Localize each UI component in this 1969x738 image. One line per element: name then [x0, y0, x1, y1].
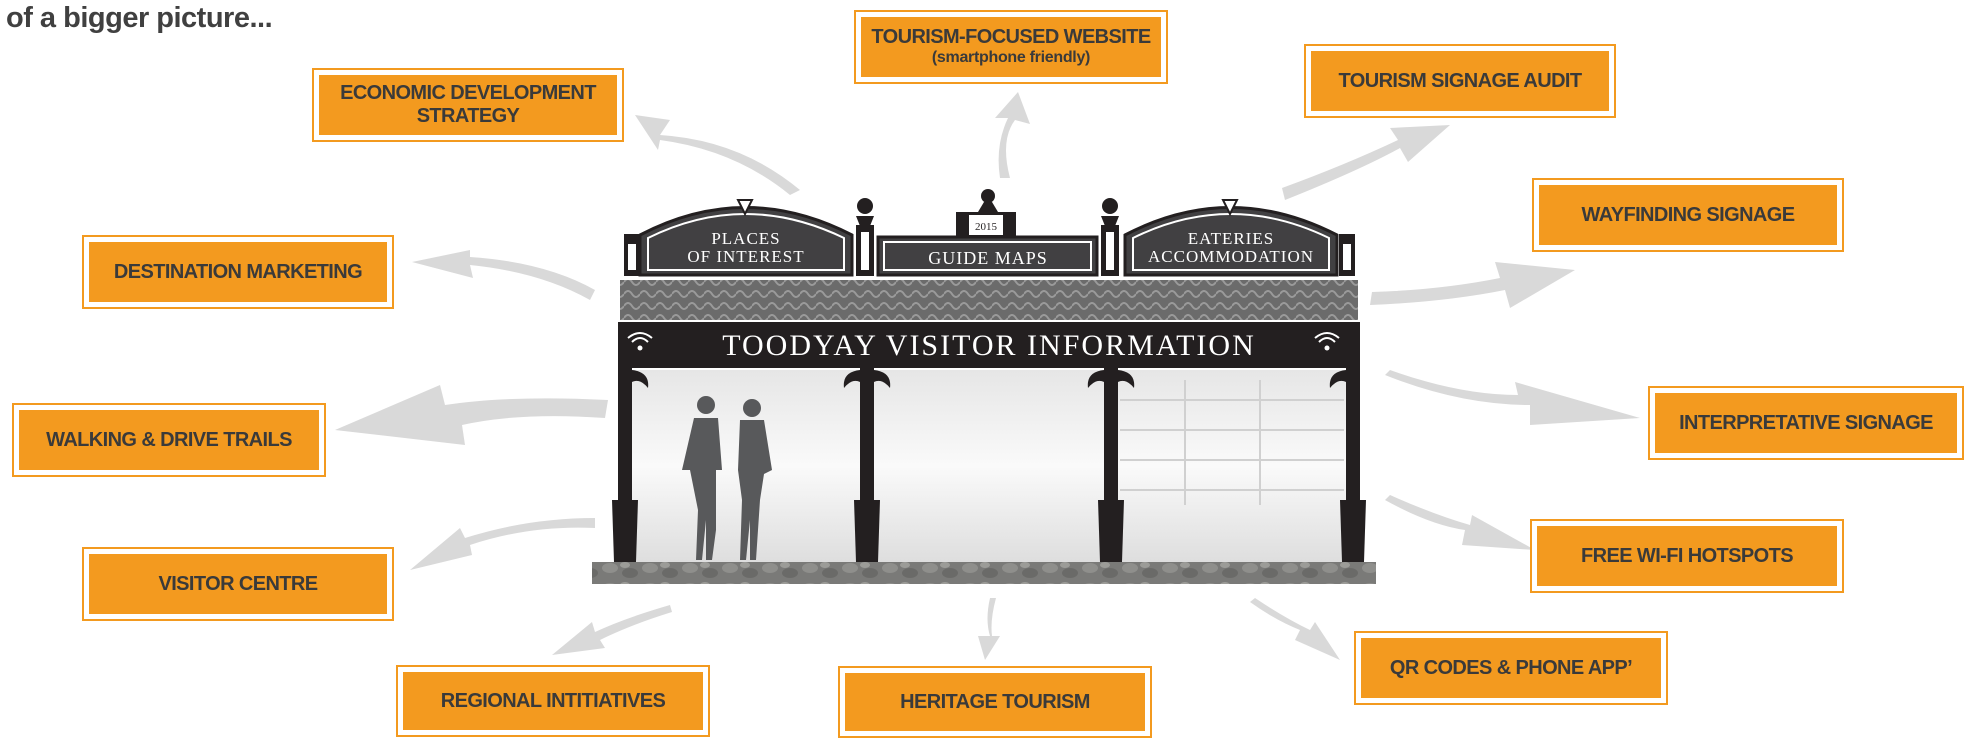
box-qr-codes: QR CODES & PHONE APP’ — [1354, 631, 1668, 705]
arrow-heritage — [978, 598, 1000, 660]
year-label: 2015 — [975, 221, 998, 233]
arrow-website — [995, 92, 1030, 178]
arrow-interpretative — [1385, 370, 1640, 425]
arrow-economic — [635, 115, 800, 195]
right-arch-sign — [1123, 206, 1339, 277]
center-sign — [876, 235, 1099, 277]
arrow-wifi — [1385, 495, 1535, 550]
box-regional-initiatives: REGIONAL INTITIATIVES — [396, 665, 710, 737]
box-destination-marketing: DESTINATION MARKETING — [82, 235, 394, 309]
box-free-wifi: FREE WI-FI HOTSPOTS — [1530, 519, 1844, 593]
arrow-visitor-centre — [410, 518, 595, 570]
right-sign-line2: ACCOMMODATION — [1148, 247, 1314, 266]
box-visitor-centre: VISITOR CENTRE — [82, 547, 394, 621]
frieze — [620, 280, 1358, 320]
left-sign-line2: OF INTEREST — [687, 247, 804, 266]
people-silhouette — [682, 396, 772, 560]
page-heading: of a bigger picture... — [6, 2, 273, 34]
box-walking-drive-trails: WALKING & DRIVE TRAILS — [12, 403, 326, 477]
arrow-destination — [412, 250, 595, 300]
box-heritage-tourism: HERITAGE TOURISM — [838, 666, 1152, 738]
window-center — [874, 370, 1104, 562]
arrow-wayfinding — [1370, 262, 1575, 308]
arrow-walking — [335, 385, 608, 445]
stone-base — [592, 562, 1376, 584]
right-sign-line1: EATERIES — [1188, 229, 1274, 248]
arrow-qr — [1250, 598, 1340, 660]
box-tourism-website: TOURISM-FOCUSED WEBSITE(smartphone frien… — [854, 10, 1168, 84]
left-arch-sign — [638, 206, 854, 277]
banner — [618, 322, 1360, 368]
window-right — [1118, 370, 1346, 562]
box-signage-audit: TOURISM SIGNAGE AUDIT — [1304, 44, 1616, 118]
arrow-regional — [552, 605, 672, 655]
center-sign-label: GUIDE MAPS — [928, 248, 1048, 268]
left-sign-line1: PLACES — [711, 229, 780, 248]
arrow-signage-audit — [1282, 125, 1450, 200]
box-wayfinding: WAYFINDING SIGNAGE — [1532, 178, 1844, 252]
box-interpretative-signage: INTERPRETATIVE SIGNAGE — [1648, 386, 1964, 460]
banner-title: TOODYAY VISITOR INFORMATION — [722, 329, 1256, 362]
